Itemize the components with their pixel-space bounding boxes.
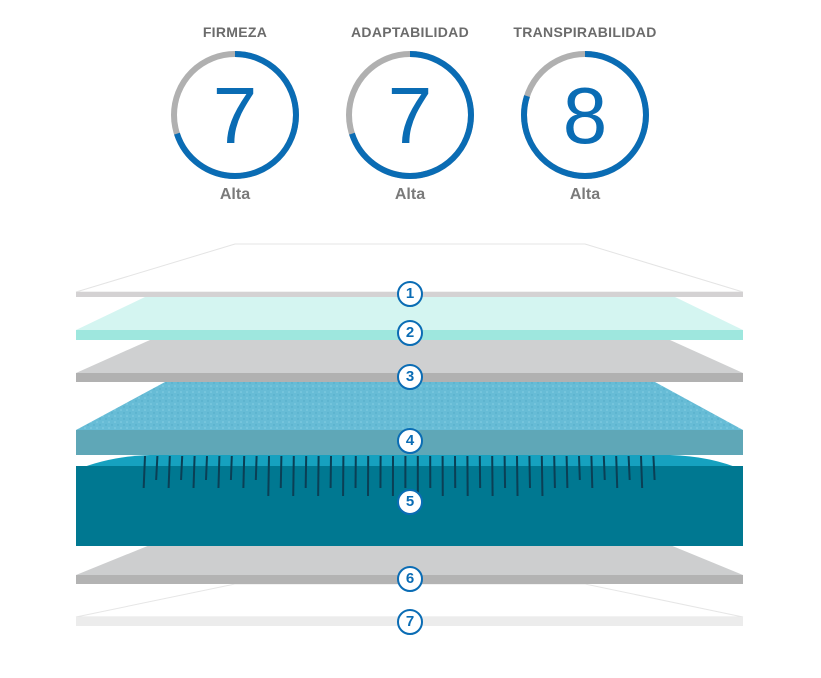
channel-slit xyxy=(304,455,308,489)
gauge-level: Alta xyxy=(569,186,601,203)
gauge-level: Alta xyxy=(394,186,426,203)
layer-badge-4: 4 xyxy=(397,428,423,454)
channel-slit xyxy=(615,455,619,489)
gauge-fill xyxy=(171,51,299,179)
channel-slit xyxy=(540,455,544,497)
channel-slit xyxy=(602,455,606,481)
channel-slit xyxy=(590,455,594,489)
channel-slit xyxy=(229,455,233,481)
gauge-ring: 7 xyxy=(171,51,299,179)
layer-badge-1: 1 xyxy=(397,281,423,307)
channel-slit xyxy=(155,455,159,481)
gauge-transpirabilidad: TRANSPIRABILIDAD 8 Alta xyxy=(495,24,675,204)
channel-slit xyxy=(553,455,556,489)
channel-slit xyxy=(142,455,146,489)
gauge-value: 7 xyxy=(388,71,433,160)
channel-slit xyxy=(254,455,258,481)
gauge-title: FIRMEZA xyxy=(202,24,268,40)
channel-slit xyxy=(578,455,581,481)
channel-slit xyxy=(640,455,644,489)
layer-badge-6: 6 xyxy=(397,566,423,592)
channel-slit xyxy=(192,455,196,489)
channel-slit xyxy=(267,455,270,497)
gauge-value: 7 xyxy=(213,71,258,160)
channel-slit xyxy=(217,455,221,489)
layer-badge-2: 2 xyxy=(397,320,423,346)
channel-slit xyxy=(167,455,171,489)
channel-slit xyxy=(279,455,283,489)
gauge-title: TRANSPIRABILIDAD xyxy=(513,24,657,40)
channel-slit xyxy=(242,455,246,489)
gauge-ring: 7 xyxy=(346,51,474,179)
channel-slit xyxy=(627,455,631,481)
channel-slit xyxy=(652,455,656,481)
gauge-ring: 8 xyxy=(521,51,649,179)
channel-slit xyxy=(565,455,569,489)
gauge-adaptabilidad: ADAPTABILIDAD 7 Alta xyxy=(320,24,500,204)
gauge-firmeza: FIRMEZA 7 Alta xyxy=(145,24,325,204)
channel-slit xyxy=(516,455,519,497)
channel-slit xyxy=(528,455,531,489)
channel-slit xyxy=(204,455,208,481)
gauge-fill xyxy=(521,51,649,179)
gauge-value: 8 xyxy=(563,71,608,160)
channel-slit xyxy=(292,455,295,497)
gauge-level: Alta xyxy=(219,186,251,203)
layer-badge-3: 3 xyxy=(397,364,423,390)
gauge-title: ADAPTABILIDAD xyxy=(351,24,469,40)
channel-slit xyxy=(180,455,184,481)
layer-badge-7: 7 xyxy=(397,609,423,635)
layer-badge-5: 5 xyxy=(397,489,423,515)
gauge-fill xyxy=(346,51,474,179)
